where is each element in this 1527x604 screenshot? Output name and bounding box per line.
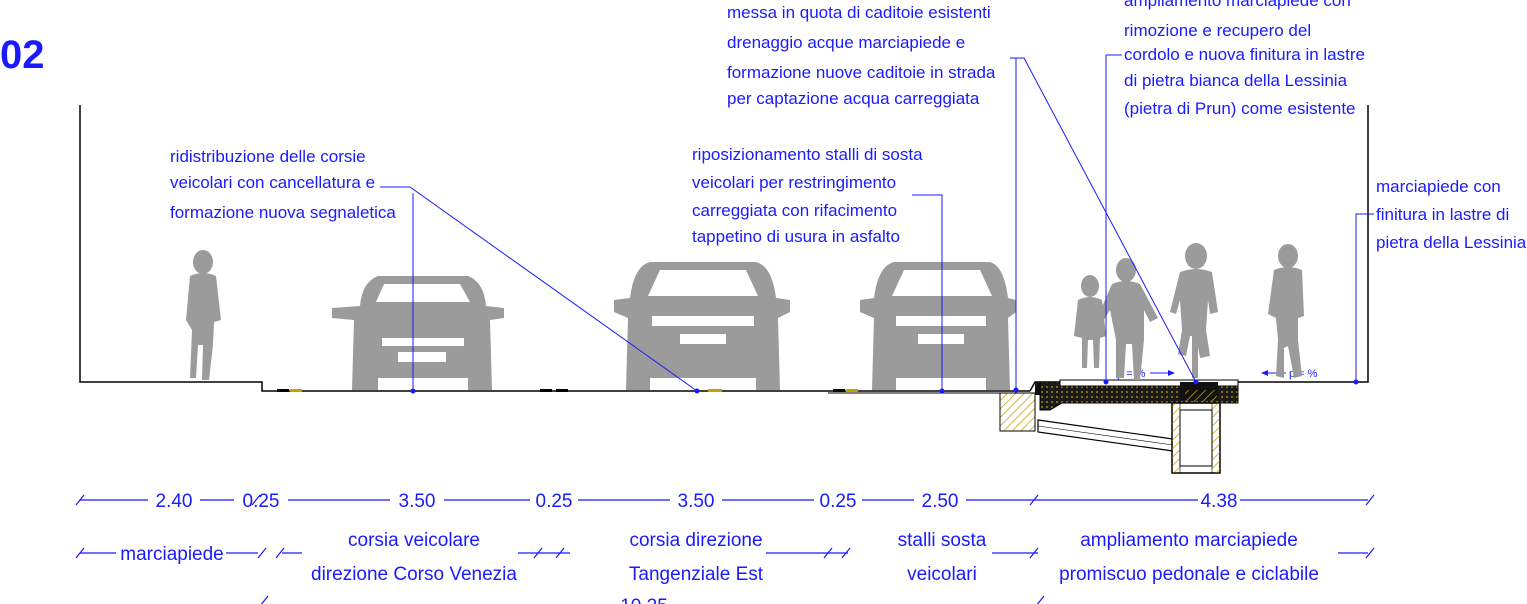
dim-stalli: 2.50 <box>922 491 959 512</box>
dim-corsia-tangenziale: 3.50 <box>678 491 715 512</box>
note-ampliamento-line-1: ampliamento marciapiede con <box>1124 0 1351 10</box>
dim-ampliamento: 4.38 <box>1201 491 1238 512</box>
note-ridistribuzione-line-3: formazione nuova segnaletica <box>170 203 396 222</box>
zone-corsia-venezia-line-1: corsia veicolare <box>348 530 480 551</box>
dim-separator-3: 0.25 <box>820 491 857 512</box>
dimension-row: 2.40 0.25 3.50 0.25 3.50 0.25 2.50 4.38 <box>75 491 1375 512</box>
zone-corsia-tangenziale-line-2: Tangenziale Est <box>629 564 764 585</box>
zone-corsia-venezia-line-2: direzione Corso Venezia <box>311 564 517 585</box>
note-riposizionamento-line-2: veicolari per restringimento <box>692 173 896 192</box>
dim-separator-2: 0.25 <box>536 491 573 512</box>
pedestrian-silhouette-child <box>1074 275 1106 368</box>
car-silhouette-3 <box>860 262 1016 390</box>
note-marciapiede-line-3: pietra della Lessinia <box>1376 233 1527 252</box>
slope-indicators: p = % p = % <box>1117 368 1318 380</box>
note-ridistribuzione-line-2: veicolari con cancellatura e <box>170 173 375 192</box>
note-marciapiede-finitura: marciapiede con finitura in lastre di pi… <box>1353 177 1527 385</box>
note-ampliamento-line-3: cordolo e nuova finitura in lastre <box>1124 45 1365 64</box>
section-number: 02 <box>0 33 45 77</box>
note-ampliamento-line-4: di pietra bianca della Lessinia <box>1124 71 1348 90</box>
note-marciapiede-line-2: finitura in lastre di <box>1376 205 1509 224</box>
cyclist-silhouette <box>1170 243 1218 378</box>
pedestrian-silhouette-left <box>186 250 221 380</box>
note-riposizionamento-line-3: carreggiata con rifacimento <box>692 201 897 220</box>
note-marciapiede-line-1: marciapiede con <box>1376 177 1501 196</box>
zone-labels-row: marciapiede corsia veicolare direzione C… <box>75 530 1375 585</box>
note-caditoie-line-4: per captazione acqua carreggiata <box>727 89 980 108</box>
pedestrian-silhouette-right <box>1268 244 1304 378</box>
note-ampliamento-line-5: (pietra di Prun) come esistente <box>1124 99 1356 118</box>
note-ampliamento-line-2: rimozione e recupero del <box>1124 21 1311 40</box>
dim-separator-1: 0.25 <box>243 491 280 512</box>
car-silhouette-1 <box>332 276 504 390</box>
note-caditoie-line-2: drenaggio acque marciapiede e <box>727 33 965 52</box>
zone-ampliamento-line-1: ampliamento marciapiede <box>1080 530 1298 551</box>
pedestrian-silhouette-adult <box>1098 258 1158 380</box>
zone-ampliamento-line-2: promiscuo pedonale e ciclabile <box>1059 564 1319 585</box>
zone-stalli-line-1: stalli sosta <box>898 530 987 551</box>
note-caditoie-line-1: messa in quota di caditoie esistenti <box>727 3 991 22</box>
dim-marciapiede: 2.40 <box>156 491 193 512</box>
note-ampliamento: ampliamento marciapiede con rimozione e … <box>1103 0 1365 385</box>
note-ridistribuzione: ridistribuzione delle corsie veicolari c… <box>170 147 700 394</box>
dim-total: 10.25 <box>620 596 668 604</box>
note-riposizionamento-line-1: riposizionamento stalli di sosta <box>692 145 923 164</box>
note-riposizionamento-line-4: tappetino di usura in asfalto <box>692 227 900 246</box>
dim-corsia-venezia: 3.50 <box>399 491 436 512</box>
zone-corsia-tangenziale-line-1: corsia direzione <box>629 530 762 551</box>
sidewalk-construction-detail <box>999 379 1239 474</box>
note-caditoie: messa in quota di caditoie esistenti dre… <box>727 3 1199 393</box>
car-silhouette-2 <box>614 262 790 390</box>
note-riposizionamento: riposizionamento stalli di sosta veicola… <box>692 145 945 394</box>
zone-stalli-line-2: veicolari <box>907 564 977 585</box>
total-dimension-row: 10.25 <box>260 595 1045 604</box>
zone-marciapiede-line-1: marciapiede <box>120 544 224 565</box>
note-caditoie-line-3: formazione nuove caditoie in strada <box>727 63 996 82</box>
note-ridistribuzione-line-1: ridistribuzione delle corsie <box>170 147 366 166</box>
